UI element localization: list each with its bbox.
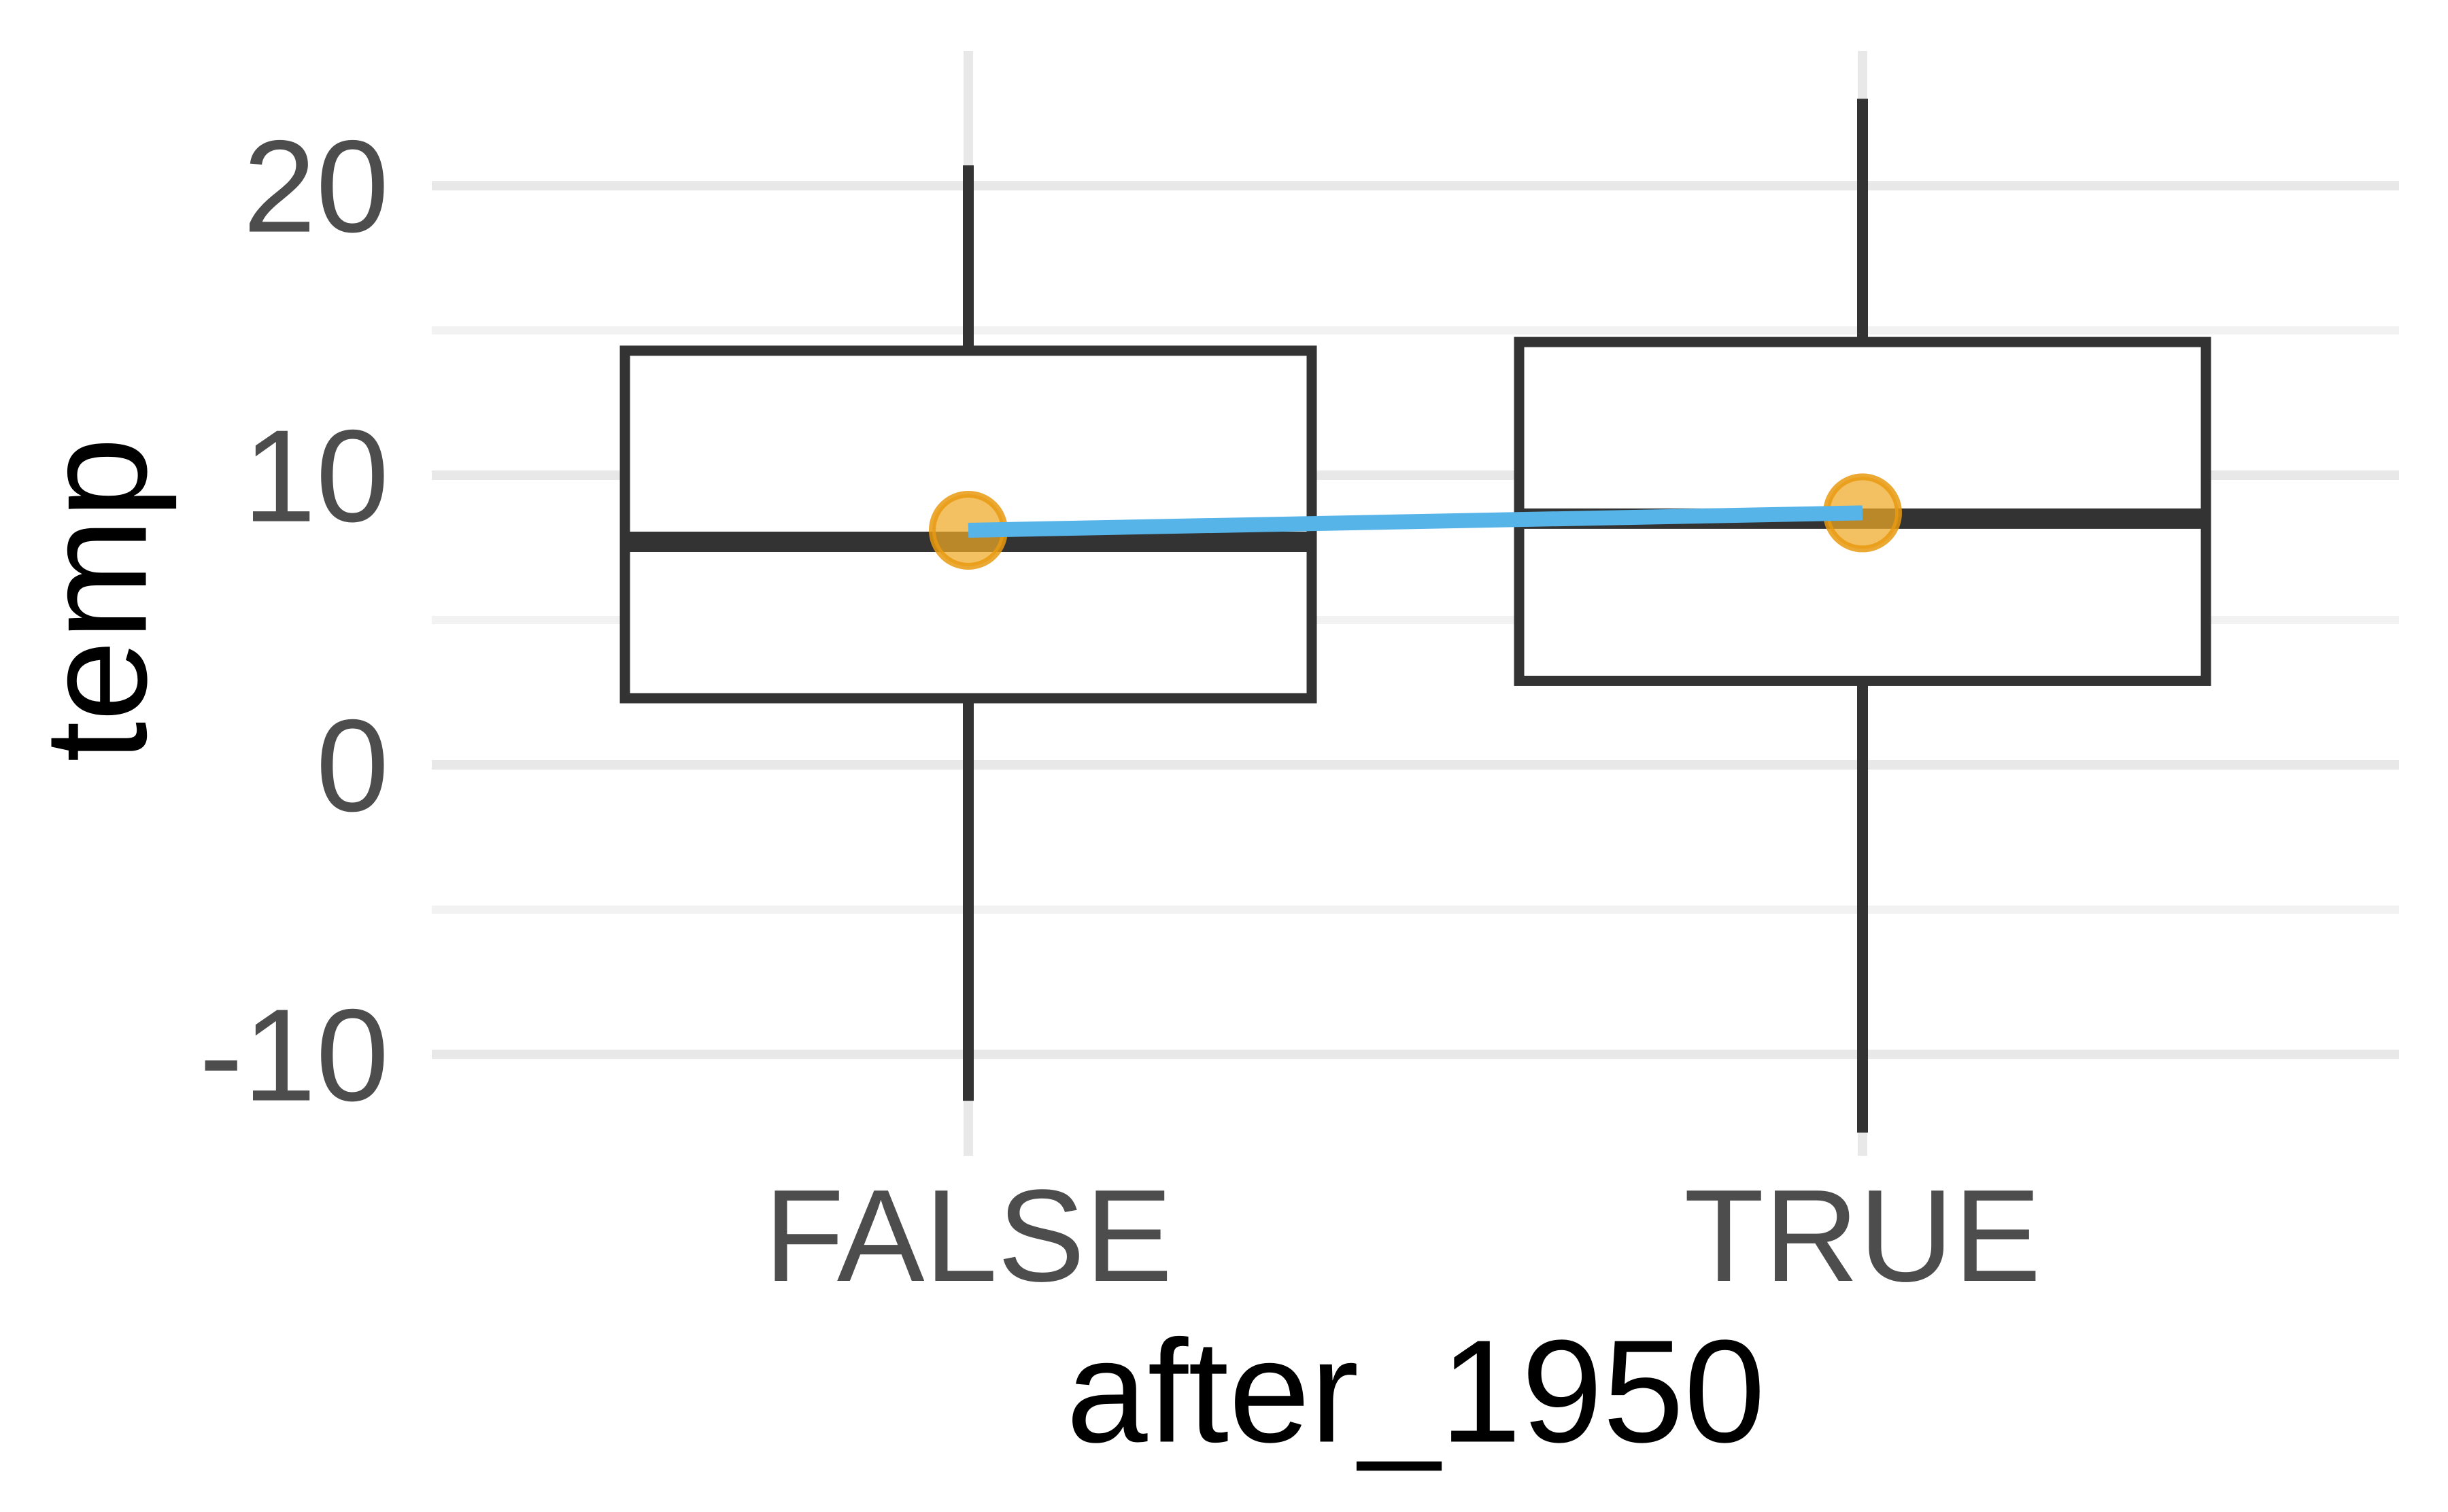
y-axis-title: temp bbox=[13, 437, 177, 762]
y-tick-label: 10 bbox=[243, 402, 389, 549]
mean-connector-line bbox=[968, 505, 1863, 538]
y-tick-label: 0 bbox=[316, 692, 389, 839]
y-tick-label: 20 bbox=[243, 113, 389, 260]
x-tick-label-true: TRUE bbox=[1684, 1162, 2041, 1309]
x-axis-title: after_1950 bbox=[1066, 1309, 1766, 1473]
x-tick-label-false: FALSE bbox=[764, 1162, 1173, 1309]
y-tick-label: -10 bbox=[199, 981, 389, 1128]
